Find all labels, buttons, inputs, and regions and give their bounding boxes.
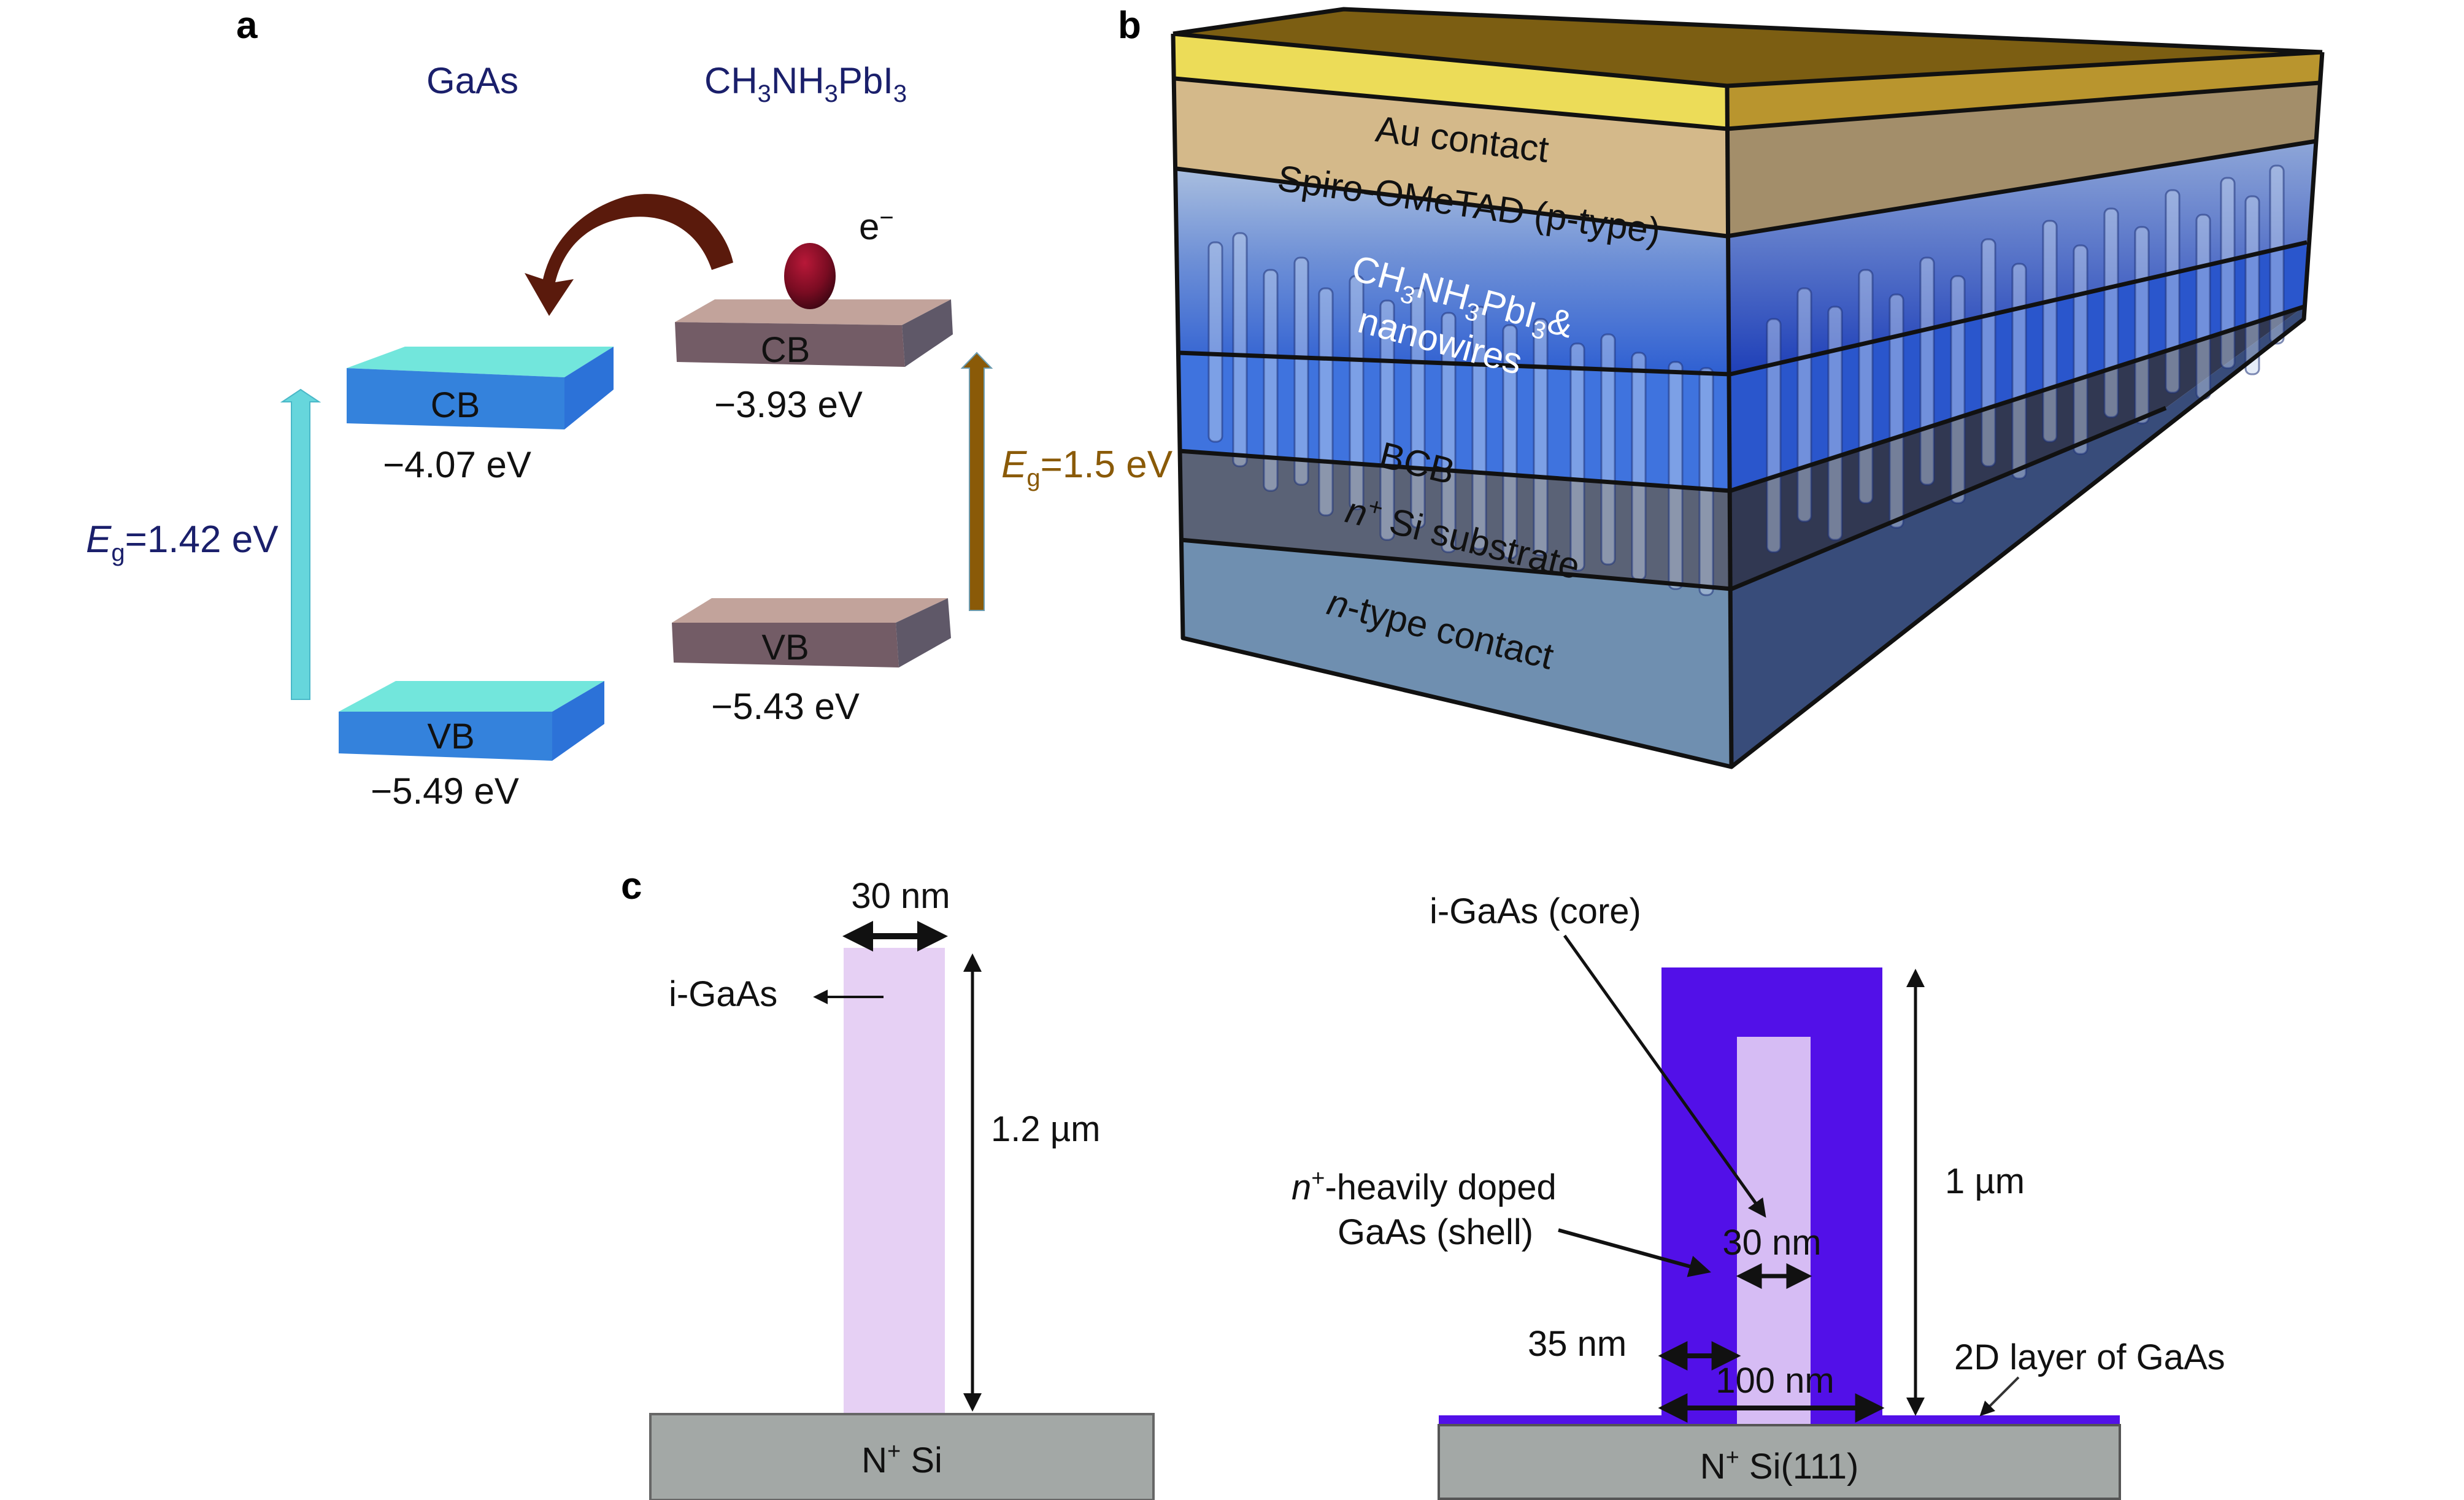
nanowire-cylinder (1698, 367, 1714, 596)
nanowire-cylinder (2220, 177, 2236, 369)
n-si111-substrate (1438, 1424, 2121, 1500)
gaas-vb-label: VB (427, 717, 474, 756)
layer-2d-pointer-arrow (1979, 1376, 2020, 1417)
nanowire-cylinder (2165, 189, 2181, 394)
layer-bcb-front (1178, 353, 1730, 491)
perovskite-bandgap-label: Eg=1.5 eV (1001, 444, 1173, 491)
nanowires-array (1207, 164, 2285, 596)
perovskite-vb-energy: −5.43 eV (711, 686, 860, 727)
nanowire-cylinder (1858, 269, 1874, 504)
i-gaas-wire (844, 948, 945, 1414)
gaas-vb-slab: VB (339, 681, 604, 761)
nanowire-cylinder (2103, 207, 2119, 418)
layer-contact-front (1181, 540, 1731, 767)
nanowire-cylinder (1471, 306, 1487, 550)
panel-c-right-core-shell: N+ Si(111) i-GaAs (core) 1 µm n+-heavily… (1292, 891, 2225, 1500)
total-width-label: 100 nm (1715, 1361, 1834, 1401)
nanowire-cylinder (2134, 226, 2150, 425)
layer-si-side (1730, 307, 2304, 589)
n-si111-label: N+ Si(111) (1700, 1445, 1859, 1487)
gaas-title: GaAs (426, 60, 518, 101)
gaas-cb-slab: CB (347, 347, 614, 429)
shell-label-line1: n+-heavily doped (1292, 1166, 1557, 1207)
nanowire-cylinder (1981, 238, 1996, 467)
nanowire-cylinder (1441, 312, 1457, 553)
panel-label-b: b (1118, 4, 1141, 47)
gaas-cb-energy: −4.07 eV (383, 444, 531, 485)
nanowire-cylinder (2244, 195, 2260, 375)
nanowire-cylinder (1919, 256, 1935, 486)
gaas-cb-label: CB (431, 385, 480, 425)
nanowire-cylinder (1950, 275, 1966, 504)
nanowire-cylinder (1668, 361, 1684, 590)
panel-c-left-nanowire: N+ Si 30 nm 1.2 µm i-GaAs (649, 876, 1155, 1500)
nanowire-cylinder (1631, 352, 1647, 581)
layer-2d-label: 2D layer of GaAs (1954, 1337, 2225, 1377)
nanowire-cylinder (1502, 324, 1518, 560)
nanowire-cylinder (1207, 241, 1223, 443)
nanowire-cylinder (1827, 306, 1843, 541)
nanowire-cylinder (2195, 213, 2211, 400)
nanowire-cylinder (1263, 269, 1279, 492)
layer-spiro-side (1727, 83, 2319, 236)
nanowire-cylinder (2011, 263, 2027, 480)
panel-label-a: a (236, 4, 258, 47)
nanowire-cylinder (1766, 318, 1782, 553)
nanowire-cylinder (2073, 244, 2089, 455)
shell-thickness-label: 35 nm (1528, 1324, 1627, 1364)
layer-au-front (1173, 34, 1727, 129)
nanowire-cylinder (1569, 342, 1585, 572)
panel-a-band-diagram: GaAs CH3NH3PbI3 CB −4.07 eV VB −5.49 eV … (86, 60, 1173, 812)
panel-b-device-stack: Au contact Spiro-OMeTAD (p-type) CH3NH3P… (1171, 7, 2325, 769)
panel-label-c: c (621, 865, 642, 907)
nanowire-cylinder (2042, 220, 2058, 443)
gaas-vb-energy: −5.49 eV (371, 771, 519, 812)
electron-label: e− (859, 204, 894, 247)
core-pointer-arrow (1563, 934, 1766, 1218)
wire-height-label: 1.2 µm (991, 1109, 1100, 1149)
nanowire-cylinder (1318, 287, 1334, 517)
perovskite-vb-label: VB (761, 628, 809, 667)
layer-bcb-side (1730, 242, 2307, 491)
perovskite-cb-energy: −3.93 eV (714, 384, 863, 425)
perovskite-bandgap-arrow (960, 352, 993, 611)
nanowire-cylinder (1232, 232, 1248, 467)
nanowire-cylinder (2269, 164, 2285, 345)
nanowire-cylinder (1796, 287, 1812, 523)
layer-au-side (1727, 52, 2322, 129)
i-gaas-label: i-GaAs (669, 974, 777, 1014)
nanowire-cylinder (1293, 256, 1309, 486)
nanowire-cylinder (1888, 293, 1904, 529)
layer-contact-side (1731, 307, 2304, 767)
core-shell-height-label: 1 µm (1945, 1161, 2025, 1201)
perovskite-vb-slab: VB (672, 598, 951, 667)
layer-perovskite-side (1727, 141, 2316, 374)
nanowire-cylinder (1349, 275, 1365, 510)
nanowire-cylinder (1533, 318, 1549, 556)
perovskite-cb-label: CB (761, 330, 810, 370)
gaas-core (1737, 1037, 1811, 1426)
core-width-label: 30 nm (1722, 1223, 1821, 1263)
gaas-bandgap-arrow (280, 388, 321, 700)
shell-label-line2: GaAs (shell) (1338, 1212, 1533, 1252)
n-si-label: N+ Si (861, 1439, 942, 1480)
gaas-bandgap-label: Eg=1.42 eV (86, 518, 279, 566)
perovskite-cb-slab: CB (675, 299, 953, 370)
electron-sphere-icon (784, 243, 836, 309)
n-si-substrate (649, 1413, 1155, 1500)
nanowire-cylinder (1600, 333, 1616, 566)
shell-pointer-arrow (1558, 1228, 1711, 1277)
perovskite-title: CH3NH3PbI3 (704, 60, 907, 107)
core-label: i-GaAs (core) (1430, 891, 1641, 931)
electron-transfer-arrow-icon (525, 194, 733, 316)
wire-width-label: 30 nm (851, 876, 950, 916)
